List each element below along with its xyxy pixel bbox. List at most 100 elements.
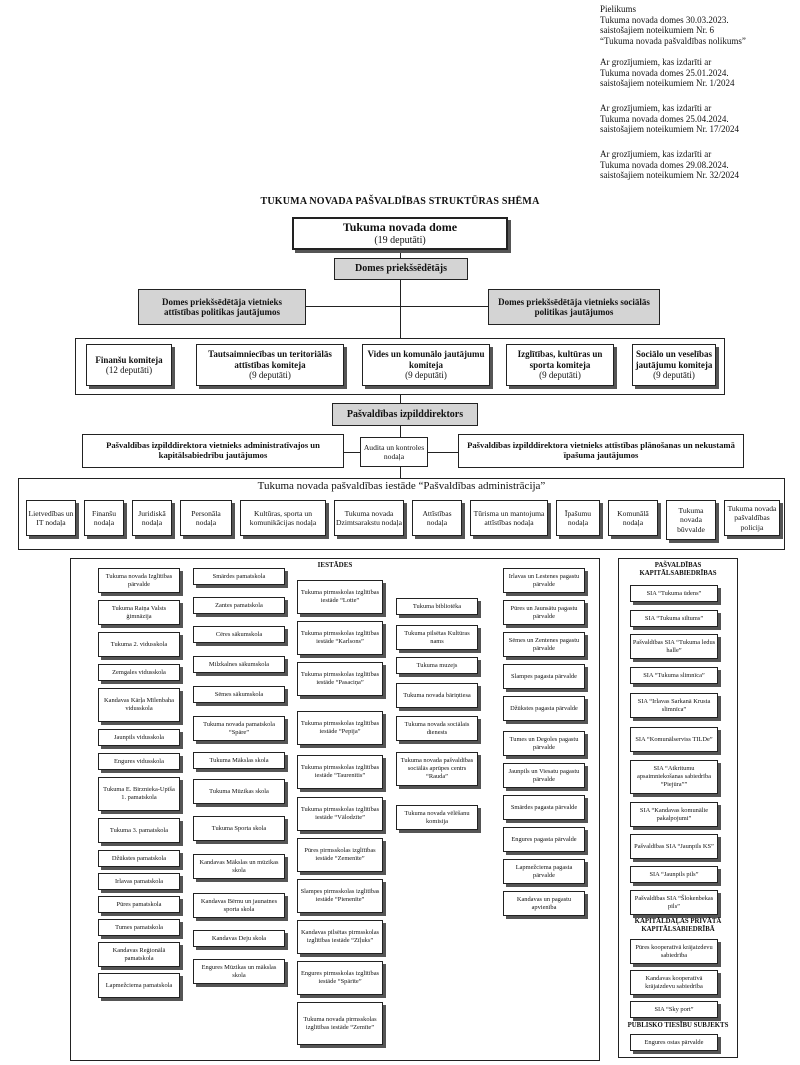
public-entity-title: PUBLISKO TIESĪBU SUBJEKTS	[627, 1022, 729, 1029]
deputy-social-box: Domes priekšsēdētāja vietnieks sociālās …	[488, 289, 660, 325]
institution-item: Engures Mūzikas un mākslas skola	[193, 959, 285, 984]
company-item: Kandavas kooperatīvā krājaizdevu sabiedr…	[630, 970, 718, 995]
institutions-frame	[70, 558, 600, 1061]
chair-box: Domes priekšsēdētājs	[334, 258, 468, 280]
institution-item: Sēmes sākumskola	[193, 686, 285, 703]
institution-item: Kandavas pilsētas pirmsskolas izglītības…	[297, 920, 383, 954]
committee-members: (9 deputāti)	[249, 370, 291, 381]
institution-item: Tukuma E. Birznieka-Upīša 1. pamatskola	[98, 777, 180, 811]
committees-frame	[75, 338, 725, 395]
institution-item: Kandavas Kārļa Mīlenbaha vidusskola	[98, 688, 180, 722]
administration-frame	[18, 478, 785, 550]
amendment-line: saistošajiem noteikumiem Nr. 17/2024	[600, 124, 739, 135]
institution-item: Lapmežciema pamatskola	[98, 973, 180, 998]
institution-item: Milzkalnes sākumskola	[193, 656, 285, 673]
institution-item: Tukuma novada sociālais dienests	[396, 716, 478, 741]
amendment-note: Ar grozījumiem, kas izdarīti ar Tukuma n…	[600, 57, 735, 89]
institution-item: Tukuma pilsētas Kultūras nams	[396, 625, 478, 650]
institution-item: Tukuma Raiņa Valsts ģimnāzija	[98, 600, 180, 625]
appendix-line: Tukuma novada domes 30.03.2023.	[600, 14, 729, 25]
committee-name: Sociālo un veselības jautājumu komiteja	[635, 349, 713, 370]
amendment-line: Ar grozījumiem, kas izdarīti ar	[600, 57, 712, 67]
institutions-title: IESTĀDES	[317, 561, 353, 569]
dept-personnel: Personāla nodaļa	[180, 500, 232, 536]
amendment-line: Tukuma novada domes 29.08.2024.	[600, 159, 729, 170]
dept-municipal-police: Tukuma novada pašvaldības policija	[724, 500, 780, 536]
institution-item: Jaunpils un Viesatu pagastu pārvalde	[503, 763, 585, 788]
companies-frame	[618, 558, 738, 1058]
committee-economy: Tautsaimniecības un teritoriālās attīstī…	[196, 344, 344, 386]
dept-building-authority: Tukuma novada būvvalde	[666, 500, 716, 540]
institution-item: Tukuma Mākslas skola	[193, 752, 285, 769]
amendment-line: saistošajiem noteikumiem Nr. 1/2024	[600, 78, 735, 89]
institution-item: Tukuma pirmsskolas izglītības iestāde “T…	[297, 755, 383, 789]
dept-culture: Kultūras, sporta un komunikācijas nodaļa	[240, 500, 326, 536]
dept-development: Attīstības nodaļa	[412, 500, 462, 536]
institution-item: Kandavas Mākslas un mūzikas skola	[193, 854, 285, 879]
committee-environment: Vides un komunālo jautājumu komiteja (9 …	[362, 344, 490, 386]
companies-title: PAŠVALDĪBAS KAPITĀLSABIEDRĪBAS	[639, 562, 717, 578]
institution-item: Tukuma novada pirmsskolas izglītības ies…	[297, 1002, 383, 1045]
institution-item: Tukuma bibliotēka	[396, 598, 478, 615]
institution-item: Jaunpils vidusskola	[98, 729, 180, 746]
dept-civil-registry: Tukuma novada Dzimtsarakstu nodaļa	[334, 500, 404, 536]
committee-name: Izglītības, kultūras un sporta komiteja	[517, 349, 603, 370]
company-item: SIA “Tukuma siltums”	[630, 610, 718, 627]
connector	[400, 280, 401, 338]
dept-utilities: Komunālā nodaļa	[608, 500, 658, 536]
institution-item: Tukuma pirmsskolas izglītības iestāde “K…	[297, 621, 383, 655]
deputy-development-box: Domes priekšsēdētāja vietnieks attīstība…	[138, 289, 306, 325]
company-item: Pašvaldības SIA “Tukuma ledus halle”	[630, 634, 718, 659]
institution-item: Slampes pirmsskolas izglītības iestāde “…	[297, 879, 383, 913]
institution-item: Lapmežciema pagasta pārvalde	[503, 859, 585, 884]
council-box: Tukuma novada dome (19 deputāti)	[292, 217, 508, 250]
institution-item: Engures vidusskola	[98, 753, 180, 770]
institution-item: Engures pagasta pārvalde	[503, 827, 585, 852]
audit-department: Audita un kontroles nodaļa	[360, 437, 428, 467]
council-name: Tukuma novada dome	[342, 219, 458, 234]
institution-item: Tumes pamatskola	[98, 919, 180, 936]
administration-title: Tukuma novada pašvaldības iestāde “Pašva…	[257, 480, 546, 492]
institution-item: Kandavas Deju skola	[193, 930, 285, 947]
connector	[306, 306, 488, 307]
committee-name: Finanšu komiteja	[95, 354, 163, 365]
director-box: Pašvaldības izpilddirektors	[332, 403, 478, 426]
page-title: TUKUMA NOVADA PAŠVALDĪBAS STRUKTŪRAS SHĒ…	[260, 196, 540, 207]
institution-item: Sēmes un Zentenes pagastu pārvalde	[503, 632, 585, 657]
institution-item: Tukuma novada pašvaldības sociālās aprūp…	[396, 752, 478, 786]
director-deputy-admin: Pašvaldības izpilddirektora vietnieks ad…	[82, 434, 344, 468]
appendix-line: Pielikums	[600, 4, 637, 14]
institution-item: Tukuma muzejs	[396, 657, 478, 674]
institution-item: Kandavas un pagastu apvienība	[503, 891, 585, 916]
company-item: SIA “Tukuma ūdens”	[630, 585, 718, 602]
institution-item: Tukuma novada pamatskola “Spāre”	[193, 716, 285, 741]
committee-members: (9 deputāti)	[653, 370, 695, 381]
connector	[400, 250, 401, 258]
institution-item: Irlavas un Lestenes pagastu pārvalde	[503, 568, 585, 593]
dept-finance: Finanšu nodaļa	[84, 500, 124, 536]
company-item: Pūres kooperatīvā krājaizdevu sabiedrība	[630, 939, 718, 964]
institution-item: Džūkstes pagasta pārvalde	[503, 696, 585, 721]
company-item: SIA “Kandavas komunālie pakalpojumi”	[630, 802, 718, 827]
amendment-line: Ar grozījumiem, kas izdarīti ar	[600, 149, 712, 159]
institution-item: Džūkstes pamatskola	[98, 850, 180, 867]
institution-item: Pūres un Jaunsātu pagastu pārvalde	[503, 600, 585, 625]
committee-members: (9 deputāti)	[539, 370, 581, 381]
amendment-line: saistošajiem noteikumiem Nr. 32/2024	[600, 170, 739, 181]
institution-item: Pūres pamatskola	[98, 896, 180, 913]
company-item: SIA “Komunālserviss TILDe”	[630, 727, 718, 752]
committee-finance: Finanšu komiteja (12 deputāti)	[86, 344, 172, 386]
institution-item: Engures pirmsskolas izglītības iestāde “…	[297, 961, 383, 995]
institution-item: Tumes un Degoles pagastu pārvalde	[503, 731, 585, 756]
institution-item: Kandavas Bērnu un jaunatnes sporta skola	[193, 893, 285, 918]
dept-tourism: Tūrisma un mantojuma attīstības nodaļa	[470, 500, 548, 536]
company-item: Pašvaldības SIA “Jaunpils KS”	[630, 834, 718, 859]
appendix-line: saistošajiem noteikumiem Nr. 6	[600, 25, 714, 36]
institution-item: Tukuma novada bāriņtiesa	[396, 683, 478, 708]
committee-members: (12 deputāti)	[105, 365, 153, 375]
institution-item: Tukuma novada vēlēšanu komisija	[396, 805, 478, 830]
amendment-line: Tukuma novada domes 25.01.2024.	[600, 67, 729, 78]
dept-legal: Juridiskā nodaļa	[132, 500, 172, 536]
institution-item: Kandavas Reģionālā pamatskola	[98, 942, 180, 967]
amendment-note: Ar grozījumiem, kas izdarīti ar Tukuma n…	[600, 149, 739, 181]
